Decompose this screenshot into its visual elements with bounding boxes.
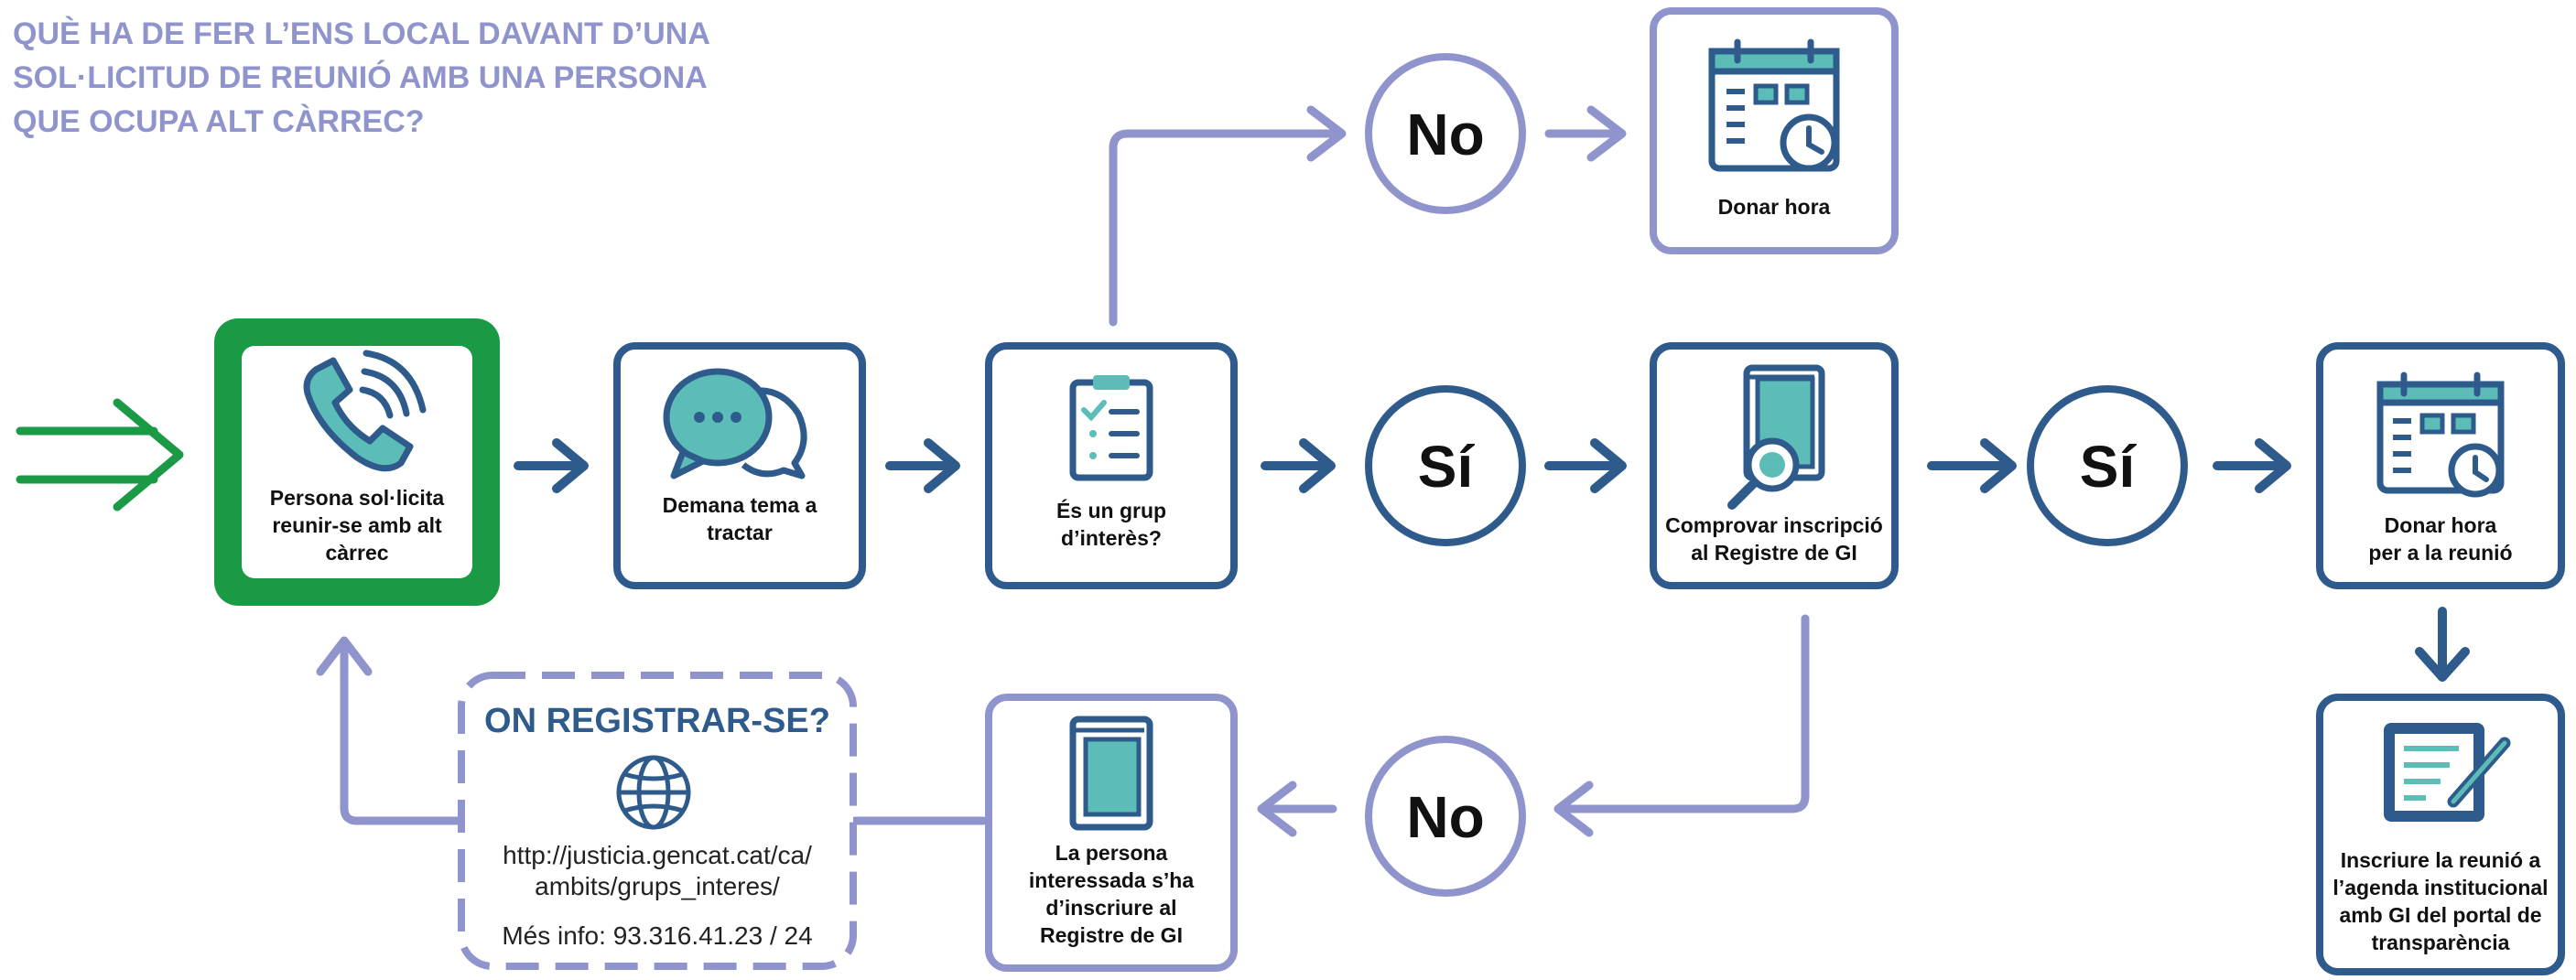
interest-group-label-line-1: És un grup (1056, 498, 1166, 522)
node-must-register: La persona interessada s’ha d’inscriure … (985, 694, 1238, 972)
node-topic: Demana tema a tractar (613, 342, 866, 589)
must-register-label-line-4: Registre de GI (1040, 923, 1183, 947)
agenda-label-line-4: transparència (2372, 931, 2510, 954)
node-interest-group: És un grup d’interès? (985, 342, 1238, 589)
agenda-label-line-1: Inscriure la reunió a (2341, 848, 2541, 872)
connectors (16, 105, 2470, 837)
request-label-line-1: Persona sol·licita (270, 486, 445, 510)
give-time-meeting-label-line-2: per a la reunió (2368, 541, 2512, 565)
clipboard-checklist-icon (1069, 375, 1153, 481)
phone-icon (303, 350, 427, 472)
decision-no-bottom: No (1365, 736, 1526, 897)
must-register-label-line-2: interessada s’ha (1029, 868, 1194, 892)
must-register-label-line-3: d’inscriure al (1045, 896, 1176, 920)
give-time-top-label: Donar hora (1718, 195, 1831, 219)
calendar-clock-icon (2376, 372, 2505, 498)
decision-no-top-label: No (1406, 102, 1484, 167)
register-info-url-line-2[interactable]: ambits/grups_interes/ (535, 872, 780, 900)
entry-arrow (16, 398, 184, 512)
decision-yes-middle-label: Sí (1418, 434, 1476, 500)
register-info-url-line-1[interactable]: http://justicia.gencat.cat/ca/ (503, 841, 812, 869)
interest-group-label-line-2: d’interès? (1061, 526, 1162, 550)
agenda-label-line-3: amb GI del portal de (2339, 903, 2541, 927)
book-magnifier-icon (1727, 364, 1825, 510)
register-info-heading: ON REGISTRAR-SE? (484, 702, 830, 740)
node-give-time-meeting: Donar hora per a la reunió (2316, 342, 2565, 589)
title-line-3: QUE OCUPA ALT CÀRREC? (13, 104, 425, 139)
node-agenda: Inscriure la reunió a l’agenda instituci… (2316, 694, 2565, 975)
register-info-more-info: Més info: 93.316.41.23 / 24 (502, 921, 812, 950)
decision-no-top: No (1365, 53, 1526, 214)
document-pencil-icon (2384, 723, 2511, 822)
agenda-label-line-2: l’agenda institucional (2332, 876, 2548, 899)
topic-label-line-2: tractar (707, 521, 773, 544)
title-line-2: SOL·LICITUD DE REUNIÓ AMB UNA PERSONA (13, 60, 708, 95)
book-icon (1069, 716, 1153, 831)
globe-icon (616, 755, 691, 830)
flow-arrows-secondary (316, 105, 1810, 837)
request-label-line-2: reunir-se amb alt (272, 513, 442, 537)
decision-yes-middle: Sí (1365, 385, 1526, 546)
chat-bubbles-icon (663, 368, 807, 479)
must-register-label-line-1: La persona (1055, 841, 1168, 865)
diagram-title: QUÈ HA DE FER L’ENS LOCAL DAVANT D’UNA S… (13, 16, 710, 139)
decision-yes-right: Sí (2027, 385, 2188, 546)
register-info-box: ON REGISTRAR-SE? http://justicia.gencat.… (458, 672, 857, 970)
check-register-label-line-2: al Registre de GI (1691, 541, 1857, 565)
decision-yes-right-label: Sí (2080, 434, 2138, 500)
node-give-time-top: Donar hora (1650, 7, 1899, 254)
check-register-label-line-1: Comprovar inscripció (1665, 513, 1883, 537)
title-line-1: QUÈ HA DE FER L’ENS LOCAL DAVANT D’UNA (13, 16, 710, 51)
give-time-meeting-label-line-1: Donar hora (2385, 513, 2497, 537)
node-request: Persona sol·licita reunir-se amb alt càr… (214, 318, 500, 606)
topic-label-line-1: Demana tema a (663, 493, 817, 517)
node-check-register: Comprovar inscripció al Registre de GI (1650, 342, 1899, 589)
decision-no-bottom-label: No (1406, 784, 1484, 850)
calendar-clock-icon (1708, 38, 1840, 172)
flow-arrows-main (514, 438, 2470, 682)
request-label-line-3: càrrec (325, 541, 388, 565)
